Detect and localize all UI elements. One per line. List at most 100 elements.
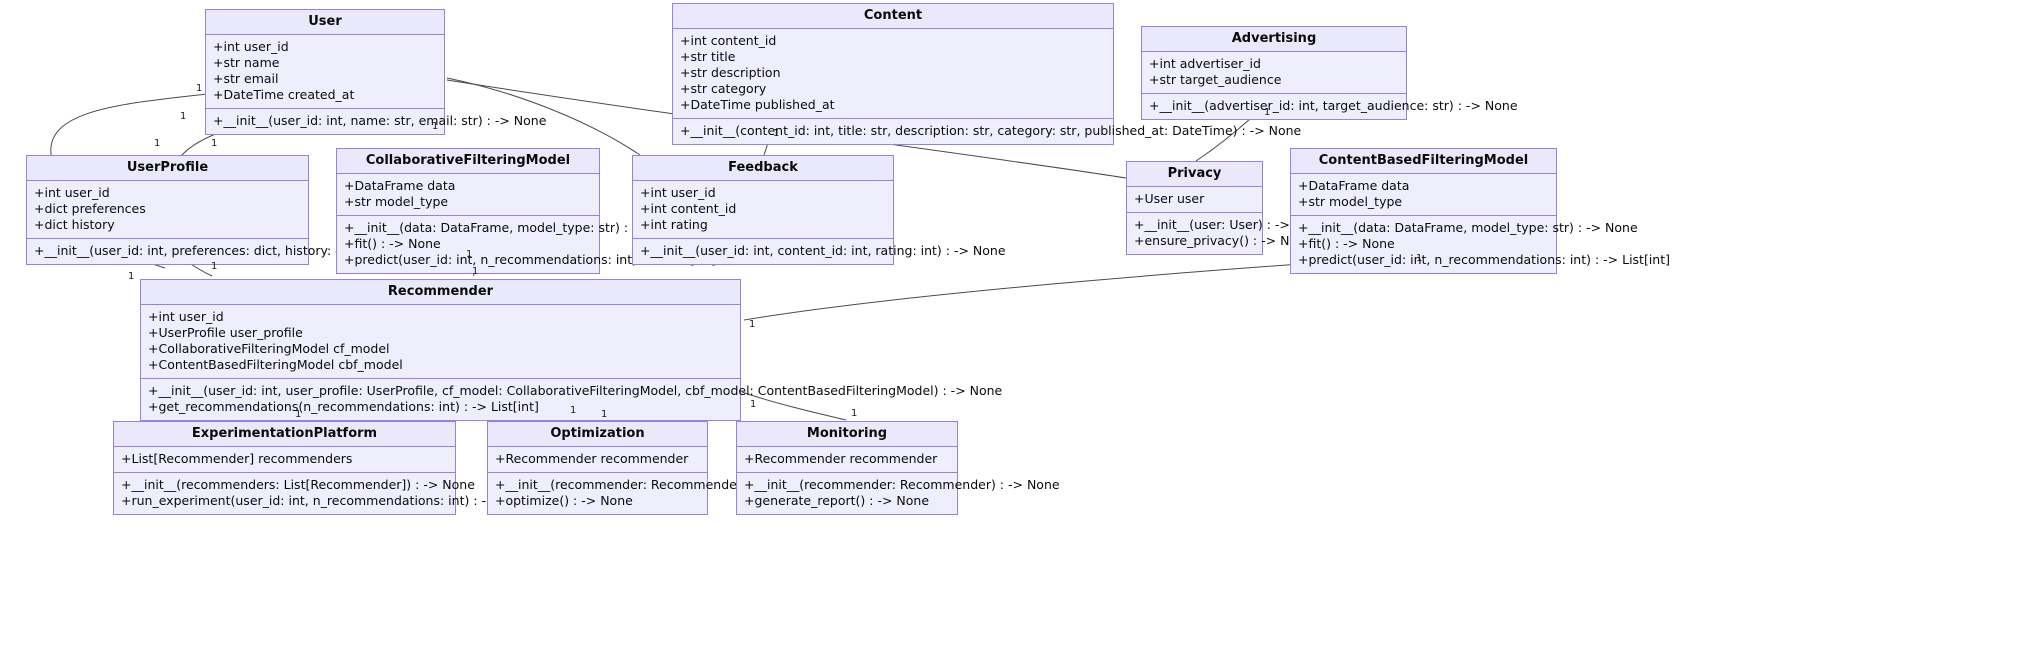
class-name-recommender: Recommender	[141, 280, 740, 305]
operation-row: +get_recommendations(n_recommendations: …	[148, 399, 539, 414]
class-box-recommender[interactable]: Recommender+int user_id+UserProfile user…	[140, 279, 1003, 421]
operation-row: +__init__(recommender: Recommender) : ->…	[495, 477, 811, 492]
operation-row: +fit() : -> None	[344, 236, 441, 251]
class-name-content: Content	[673, 4, 1113, 29]
multiplicity-label: 1	[749, 319, 756, 330]
attributes-compartment-recommender: +int user_id+UserProfile user_profile+Co…	[141, 305, 740, 379]
multiplicity-label: 1	[570, 405, 577, 416]
attribute-row: +int rating	[640, 217, 708, 232]
attributes-compartment-monitoring: +Recommender recommender	[737, 447, 957, 473]
operations-compartment-privacy: +__init__(user: User) : -> None+ensure_p…	[1127, 213, 1327, 254]
attribute-row: +DataFrame data	[1298, 178, 1410, 193]
operations-compartment-advertising: +__init__(advertiser_id: int, target_aud…	[1142, 94, 1518, 119]
operation-row: +predict(user_id: int, n_recommendations…	[344, 252, 717, 267]
class-box-cf-model[interactable]: CollaborativeFilteringModel+DataFrame da…	[336, 148, 717, 274]
attribute-row: +int content_id	[680, 33, 777, 48]
multiplicity-label: 1	[432, 121, 439, 132]
attribute-row: +DataFrame data	[344, 178, 456, 193]
class-name-monitoring: Monitoring	[737, 422, 957, 447]
attribute-row: +int content_id	[640, 201, 737, 216]
attribute-row: +int user_id	[148, 309, 224, 324]
operation-row: +__init__(user_id: int, preferences: dic…	[34, 243, 427, 258]
operations-compartment-cf-model: +__init__(data: DataFrame, model_type: s…	[337, 216, 717, 273]
class-box-cbf-model[interactable]: ContentBasedFilteringModel+DataFrame dat…	[1290, 148, 1671, 274]
class-name-cbf-model: ContentBasedFilteringModel	[1291, 149, 1556, 174]
attribute-row: +User user	[1134, 191, 1205, 206]
multiplicity-label: 1	[466, 249, 473, 260]
multiplicity-label: 1	[601, 409, 608, 420]
operation-row: +__init__(data: DataFrame, model_type: s…	[344, 220, 684, 235]
multiplicity-label: 1	[773, 128, 780, 139]
class-name-feedback: Feedback	[633, 156, 893, 181]
attribute-row: +UserProfile user_profile	[148, 325, 303, 340]
multiplicity-label: 1	[154, 138, 161, 149]
class-box-optimization[interactable]: Optimization+Recommender recommender+__i…	[487, 421, 811, 515]
operation-row: +__init__(user_id: int, name: str, email…	[213, 113, 547, 128]
class-name-userprofile: UserProfile	[27, 156, 308, 181]
attribute-row: +str category	[680, 81, 767, 96]
class-box-privacy[interactable]: Privacy+User user+__init__(user: User) :…	[1126, 161, 1327, 255]
operation-row: +ensure_privacy() : -> None	[1134, 233, 1313, 248]
multiplicity-label: 1	[180, 111, 187, 122]
operation-row: +fit() : -> None	[1298, 236, 1395, 251]
operations-compartment-feedback: +__init__(user_id: int, content_id: int,…	[633, 239, 1006, 264]
class-name-advertising: Advertising	[1142, 27, 1406, 52]
multiplicity-label: 1	[472, 266, 479, 277]
attribute-row: +int advertiser_id	[1149, 56, 1261, 71]
attributes-compartment-content: +int content_id+str title+str descriptio…	[673, 29, 1113, 119]
attributes-compartment-cf-model: +DataFrame data+str model_type	[337, 174, 599, 216]
operation-row: +__init__(recommender: Recommender) : ->…	[744, 477, 1060, 492]
attributes-compartment-userprofile: +int user_id+dict preferences+dict histo…	[27, 181, 308, 239]
multiplicity-label: 1	[211, 261, 218, 272]
class-box-experimentation[interactable]: ExperimentationPlatform +List[Recommender…	[113, 421, 608, 515]
class-name-experimentation: ExperimentationPlatform	[114, 422, 455, 447]
operations-compartment-userprofile: +__init__(user_id: int, preferences: dic…	[27, 239, 427, 264]
operation-row: +predict(user_id: int, n_recommendations…	[1298, 252, 1671, 267]
operations-compartment-monitoring: +__init__(recommender: Recommender) : ->…	[737, 473, 1060, 514]
operations-compartment-recommender: +__init__(user_id: int, user_profile: Us…	[141, 379, 1003, 420]
attribute-row: +str description	[680, 65, 781, 80]
multiplicity-label: 1	[1264, 107, 1271, 118]
attribute-row: +CollaborativeFilteringModel cf_model	[148, 341, 390, 356]
class-box-advertising[interactable]: Advertising+int advertiser_id+str target…	[1141, 26, 1518, 120]
operation-row: +__init__(user_id: int, user_profile: Us…	[148, 383, 1003, 398]
class-box-user[interactable]: User+int user_id+str name+str email+Date…	[205, 9, 547, 135]
attribute-row: +int user_id	[34, 185, 110, 200]
attribute-row: +DateTime created_at	[213, 87, 355, 102]
class-name-cf-model: CollaborativeFilteringModel	[337, 149, 599, 174]
operation-row: +__init__(advertiser_id: int, target_aud…	[1149, 98, 1518, 113]
multiplicity-label: 1	[196, 83, 203, 94]
attributes-compartment-feedback: +int user_id+int content_id+int rating	[633, 181, 893, 239]
operation-row: +__init__(user: User) : -> None	[1134, 217, 1327, 232]
class-box-feedback[interactable]: Feedback+int user_id+int content_id+int …	[632, 155, 1006, 265]
attribute-row: +str model_type	[344, 194, 449, 209]
attribute-row: +DateTime published_at	[680, 97, 835, 112]
class-box-content[interactable]: Content+int content_id+str title+str des…	[672, 3, 1302, 145]
attribute-row: +str target_audience	[1149, 72, 1282, 87]
attribute-row: +int user_id	[640, 185, 716, 200]
operation-row: +generate_report() : -> None	[744, 493, 930, 508]
attributes-compartment-cbf-model: +DataFrame data+str model_type	[1291, 174, 1556, 216]
attribute-row: +str name	[213, 55, 280, 70]
attributes-compartment-advertising: +int advertiser_id+str target_audience	[1142, 52, 1406, 94]
attributes-compartment-privacy: +User user	[1127, 187, 1262, 213]
multiplicity-label: 1	[750, 399, 757, 410]
operations-compartment-content: +__init__(content_id: int, title: str, d…	[673, 119, 1302, 144]
operations-compartment-experimentation: +__init__(recommenders: List[Recommender…	[114, 473, 608, 514]
operation-row: +run_experiment(user_id: int, n_recommen…	[121, 493, 608, 508]
multiplicity-label: 1	[211, 138, 218, 149]
class-box-userprofile[interactable]: UserProfile+int user_id+dict preferences…	[26, 155, 427, 265]
multiplicity-label: 1	[128, 271, 135, 282]
attribute-row: +str model_type	[1298, 194, 1403, 209]
operations-compartment-user: +__init__(user_id: int, name: str, email…	[206, 109, 547, 134]
operation-row: +__init__(data: DataFrame, model_type: s…	[1298, 220, 1638, 235]
operation-row: +__init__(recommenders: List[Recommender…	[121, 477, 475, 492]
attribute-row: +List[Recommender] recommenders	[121, 451, 353, 466]
operation-row: +optimize() : -> None	[495, 493, 633, 508]
attribute-row: +str email	[213, 71, 279, 86]
class-box-monitoring[interactable]: Monitoring+Recommender recommender +__ini…	[736, 421, 1060, 515]
attribute-row: +ContentBasedFilteringModel cbf_model	[148, 357, 403, 372]
attributes-compartment-user: +int user_id+str name+str email+DateTime…	[206, 35, 444, 109]
operation-row: +__init__(content_id: int, title: str, d…	[680, 123, 1302, 138]
